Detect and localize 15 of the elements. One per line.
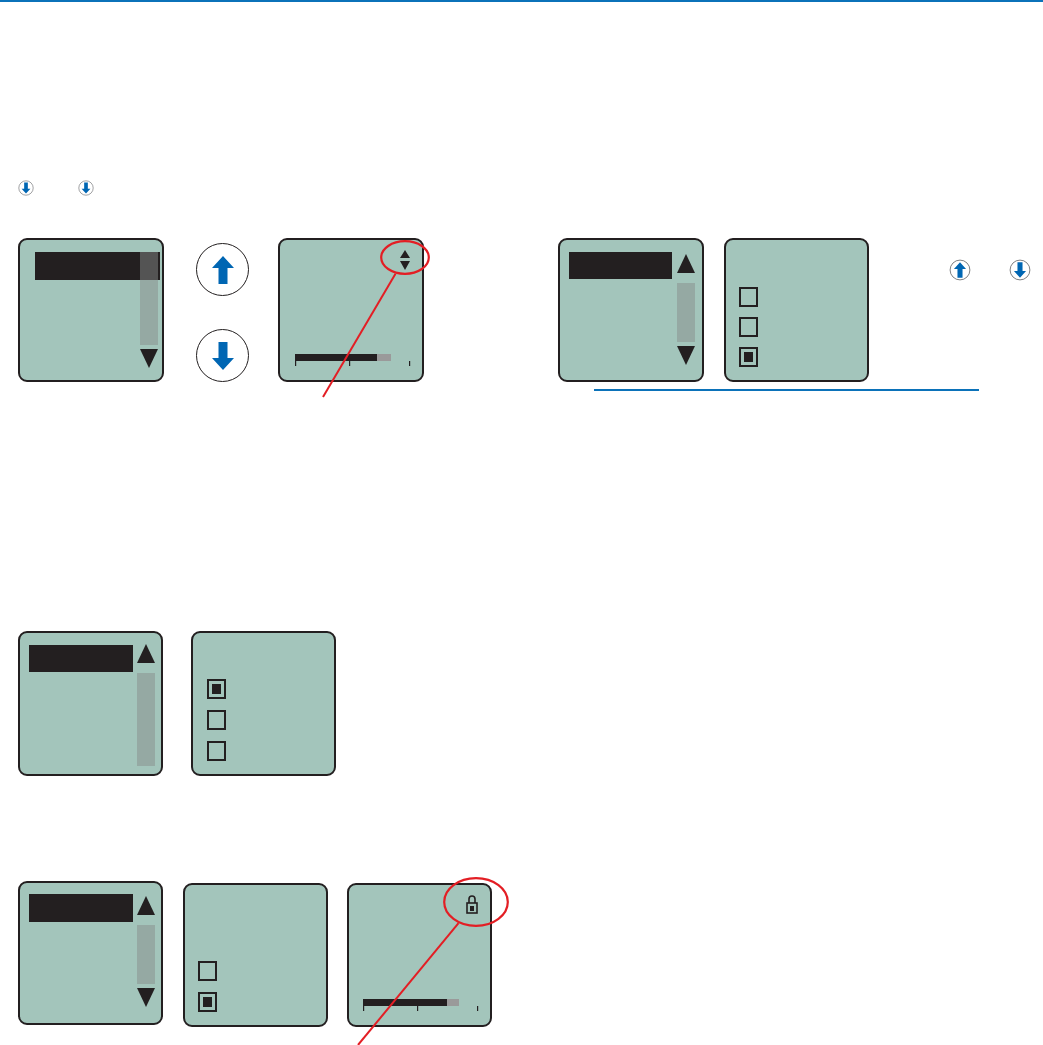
down-button bbox=[196, 329, 249, 382]
display-screen bbox=[183, 883, 328, 1027]
display-screen bbox=[558, 238, 704, 382]
up-button bbox=[196, 243, 249, 296]
display-screen bbox=[347, 883, 492, 1027]
display-screen bbox=[18, 881, 163, 1025]
display-screen bbox=[191, 631, 336, 776]
display-screen bbox=[724, 238, 869, 382]
leader-line bbox=[322, 272, 397, 398]
highlight-ellipse bbox=[380, 240, 430, 275]
display-screen bbox=[18, 238, 164, 382]
display-screen bbox=[18, 631, 163, 776]
display-screen bbox=[278, 238, 424, 382]
highlight-ellipse bbox=[443, 877, 509, 927]
leader-line bbox=[357, 922, 460, 1045]
